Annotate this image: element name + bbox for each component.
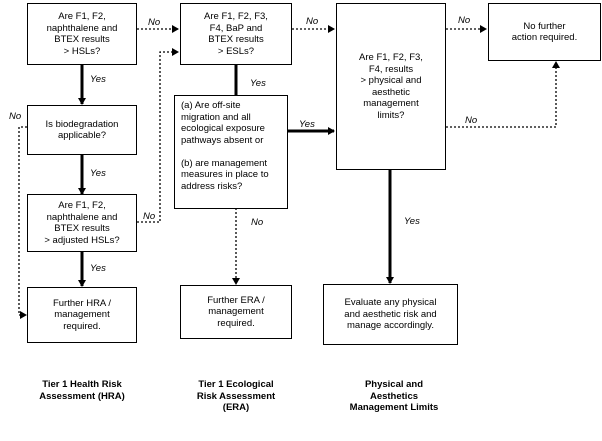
arrow-hra-q3-no xyxy=(137,48,179,223)
label-no-phys-top: No xyxy=(458,15,471,26)
column-title-hra: Tier 1 Health Risk Assessment (HRA) xyxy=(39,379,125,402)
label-no-hra-q1: No xyxy=(148,17,161,28)
label-no-era-q2: No xyxy=(251,217,264,228)
arrow-phys-no-bottom xyxy=(446,61,560,128)
label-no-phys-bottom: No xyxy=(465,115,478,126)
era-question-esl-box: Are F1, F2, F3, F4, BaP and BTEX results… xyxy=(180,3,292,65)
hra-question-adjusted-text: Are F1, F2, naphthalene and BTEX results… xyxy=(44,200,120,246)
no-further-action-box: No further action required. xyxy=(488,3,601,61)
phys-evaluate-box: Evaluate any physical and aesthetic risk… xyxy=(323,284,458,345)
hra-biodegradation-box: Is biodegradation applicable? xyxy=(27,105,137,155)
hra-further-text: Further HRA / management required. xyxy=(52,297,112,332)
hra-question-hsl-text: Are F1, F2, naphthalene and BTEX results… xyxy=(46,11,118,57)
label-yes-era-q2: Yes xyxy=(299,119,315,130)
no-further-action-text: No further action required. xyxy=(511,20,578,44)
phys-question-box: Are F1, F2, F3, F4, results > physical a… xyxy=(336,3,446,170)
label-no-era-q1: No xyxy=(306,16,319,27)
hra-question-hsl-box: Are F1, F2, naphthalene and BTEX results… xyxy=(27,3,137,65)
era-further-box: Further ERA / management required. xyxy=(180,285,292,339)
phys-evaluate-text: Evaluate any physical and aesthetic risk… xyxy=(344,297,437,332)
era-pathways-box: (a) Are off-site migration and all ecolo… xyxy=(174,95,288,209)
column-title-phys: Physical and Aesthetics Management Limit… xyxy=(349,379,439,413)
era-question-esl-text: Are F1, F2, F3, F4, BaP and BTEX results… xyxy=(204,11,268,57)
hra-question-adjusted-box: Are F1, F2, naphthalene and BTEX results… xyxy=(27,194,137,252)
label-no-hra-q3: No xyxy=(143,211,156,222)
label-yes-era-q1: Yes xyxy=(250,78,266,89)
label-yes-hra-q2: Yes xyxy=(90,168,106,179)
era-further-text: Further ERA / management required. xyxy=(207,294,265,329)
label-yes-hra-q3: Yes xyxy=(90,263,106,274)
arrow-hra-q2-no xyxy=(18,126,27,319)
label-yes-hra-q1: Yes xyxy=(90,74,106,85)
phys-question-text: Are F1, F2, F3, F4, results > physical a… xyxy=(359,52,423,121)
label-no-hra-q2: No xyxy=(9,111,22,122)
era-pathways-text: (a) Are off-site migration and all ecolo… xyxy=(181,100,269,192)
hra-further-box: Further HRA / management required. xyxy=(27,287,137,343)
hra-biodegradation-text: Is biodegradation applicable? xyxy=(45,118,119,142)
column-title-era: Tier 1 Ecological Risk Assessment (ERA) xyxy=(196,379,276,413)
label-yes-phys: Yes xyxy=(404,216,420,227)
